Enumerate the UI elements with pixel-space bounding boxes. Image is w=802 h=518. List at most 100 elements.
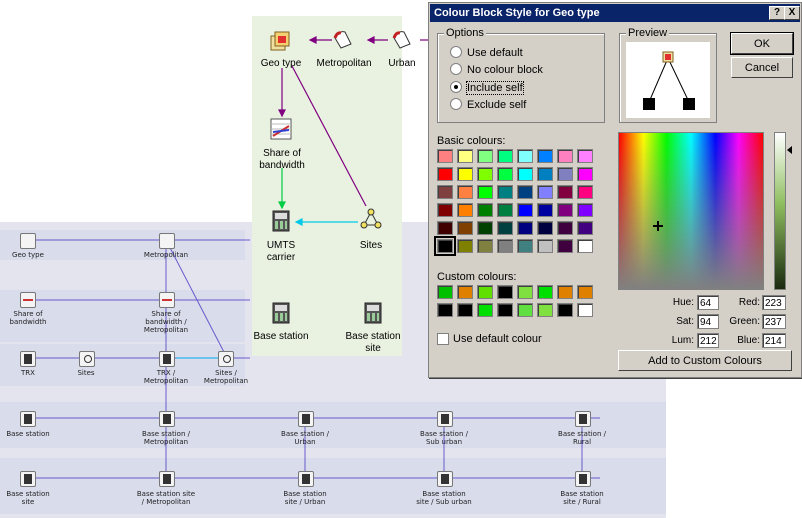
- colour-swatch[interactable]: [537, 203, 553, 217]
- colour-swatch[interactable]: [457, 185, 473, 199]
- colour-swatch[interactable]: [577, 185, 593, 199]
- colour-swatch[interactable]: [497, 167, 513, 181]
- colour-swatch[interactable]: [537, 221, 553, 235]
- equipment-icon[interactable]: [20, 411, 36, 427]
- colour-swatch[interactable]: [477, 167, 493, 181]
- geo-type-icon[interactable]: [20, 233, 36, 249]
- colour-swatch[interactable]: [537, 149, 553, 163]
- region-icon[interactable]: [390, 28, 412, 50]
- colour-swatch[interactable]: [437, 149, 453, 163]
- colour-swatch[interactable]: [477, 285, 493, 299]
- luminance-slider[interactable]: [774, 132, 786, 290]
- colour-spectrum[interactable]: [618, 132, 764, 290]
- colour-swatch[interactable]: [557, 285, 573, 299]
- colour-swatch[interactable]: [557, 303, 573, 317]
- equipment-icon[interactable]: [575, 471, 591, 487]
- equipment-icon[interactable]: [159, 351, 175, 367]
- radio-exclude-self[interactable]: Exclude self: [450, 98, 526, 112]
- colour-swatch[interactable]: [517, 149, 533, 163]
- red-field[interactable]: 223: [762, 295, 786, 310]
- colour-swatch[interactable]: [577, 239, 593, 253]
- equipment-icon[interactable]: [437, 471, 453, 487]
- colour-swatch[interactable]: [497, 239, 513, 253]
- luminance-arrow-icon[interactable]: [787, 146, 792, 154]
- colour-swatch[interactable]: [577, 149, 593, 163]
- colour-swatch[interactable]: [537, 285, 553, 299]
- colour-swatch[interactable]: [437, 167, 453, 181]
- colour-swatch[interactable]: [457, 239, 473, 253]
- equipment-icon[interactable]: [20, 351, 36, 367]
- colour-swatch[interactable]: [517, 239, 533, 253]
- colour-swatch[interactable]: [497, 303, 513, 317]
- cancel-button[interactable]: Cancel: [731, 57, 793, 78]
- colour-swatch[interactable]: [437, 285, 453, 299]
- colour-swatch[interactable]: [457, 149, 473, 163]
- equipment-icon[interactable]: [159, 471, 175, 487]
- green-field[interactable]: 237: [762, 314, 786, 329]
- colour-swatch[interactable]: [457, 303, 473, 317]
- colour-swatch[interactable]: [577, 167, 593, 181]
- colour-swatch[interactable]: [437, 221, 453, 235]
- colour-swatch[interactable]: [477, 149, 493, 163]
- colour-swatch[interactable]: [537, 167, 553, 181]
- colour-swatch[interactable]: [517, 167, 533, 181]
- colour-swatch[interactable]: [557, 221, 573, 235]
- equipment-icon[interactable]: [575, 411, 591, 427]
- use-default-colour-checkbox[interactable]: [437, 333, 449, 345]
- crosshair-icon[interactable]: [653, 221, 663, 231]
- colour-swatch[interactable]: [457, 167, 473, 181]
- colour-swatch[interactable]: [437, 303, 453, 317]
- blue-field[interactable]: 214: [762, 333, 786, 348]
- colour-swatch[interactable]: [537, 239, 553, 253]
- equipment-icon[interactable]: [159, 411, 175, 427]
- ok-button[interactable]: OK: [730, 32, 794, 55]
- colour-swatch[interactable]: [437, 203, 453, 217]
- help-button[interactable]: ?: [769, 6, 785, 20]
- colour-swatch[interactable]: [557, 203, 573, 217]
- radio-include-self[interactable]: Include self: [450, 81, 524, 95]
- colour-swatch[interactable]: [457, 203, 473, 217]
- region-icon[interactable]: [159, 233, 175, 249]
- colour-swatch[interactable]: [517, 303, 533, 317]
- colour-swatch[interactable]: [477, 185, 493, 199]
- equipment-icon[interactable]: [298, 471, 314, 487]
- equipment-icon[interactable]: [362, 302, 384, 324]
- colour-swatch[interactable]: [497, 185, 513, 199]
- equipment-icon[interactable]: [270, 210, 292, 232]
- colour-swatch[interactable]: [557, 185, 573, 199]
- colour-swatch[interactable]: [557, 239, 573, 253]
- add-to-custom-colours-button[interactable]: Add to Custom Colours: [618, 350, 792, 371]
- colour-swatch[interactable]: [557, 149, 573, 163]
- colour-swatch[interactable]: [577, 221, 593, 235]
- colour-swatch[interactable]: [577, 303, 593, 317]
- close-button[interactable]: X: [784, 6, 800, 20]
- colour-swatch[interactable]: [457, 221, 473, 235]
- lum-field[interactable]: 212: [697, 333, 719, 348]
- radio-use-default[interactable]: Use default: [450, 46, 523, 60]
- share-icon[interactable]: [159, 292, 175, 308]
- colour-swatch[interactable]: [497, 285, 513, 299]
- hue-field[interactable]: 64: [697, 295, 719, 310]
- colour-swatch[interactable]: [517, 203, 533, 217]
- colour-swatch[interactable]: [497, 149, 513, 163]
- colour-swatch[interactable]: [517, 185, 533, 199]
- share-icon[interactable]: [20, 292, 36, 308]
- colour-swatch[interactable]: [517, 221, 533, 235]
- colour-swatch[interactable]: [557, 167, 573, 181]
- sat-field[interactable]: 94: [697, 314, 719, 329]
- colour-swatch[interactable]: [457, 285, 473, 299]
- sites-icon[interactable]: [360, 208, 382, 230]
- colour-swatch[interactable]: [537, 303, 553, 317]
- colour-swatch[interactable]: [477, 221, 493, 235]
- equipment-icon[interactable]: [298, 411, 314, 427]
- colour-swatch[interactable]: [537, 185, 553, 199]
- colour-swatch[interactable]: [577, 285, 593, 299]
- colour-swatch[interactable]: [497, 221, 513, 235]
- colour-swatch[interactable]: [477, 203, 493, 217]
- equipment-icon[interactable]: [20, 471, 36, 487]
- radio-no-colour-block[interactable]: No colour block: [450, 63, 543, 77]
- colour-swatch[interactable]: [517, 285, 533, 299]
- equipment-icon[interactable]: [437, 411, 453, 427]
- equipment-icon[interactable]: [270, 302, 292, 324]
- geo-type-icon[interactable]: [269, 30, 291, 52]
